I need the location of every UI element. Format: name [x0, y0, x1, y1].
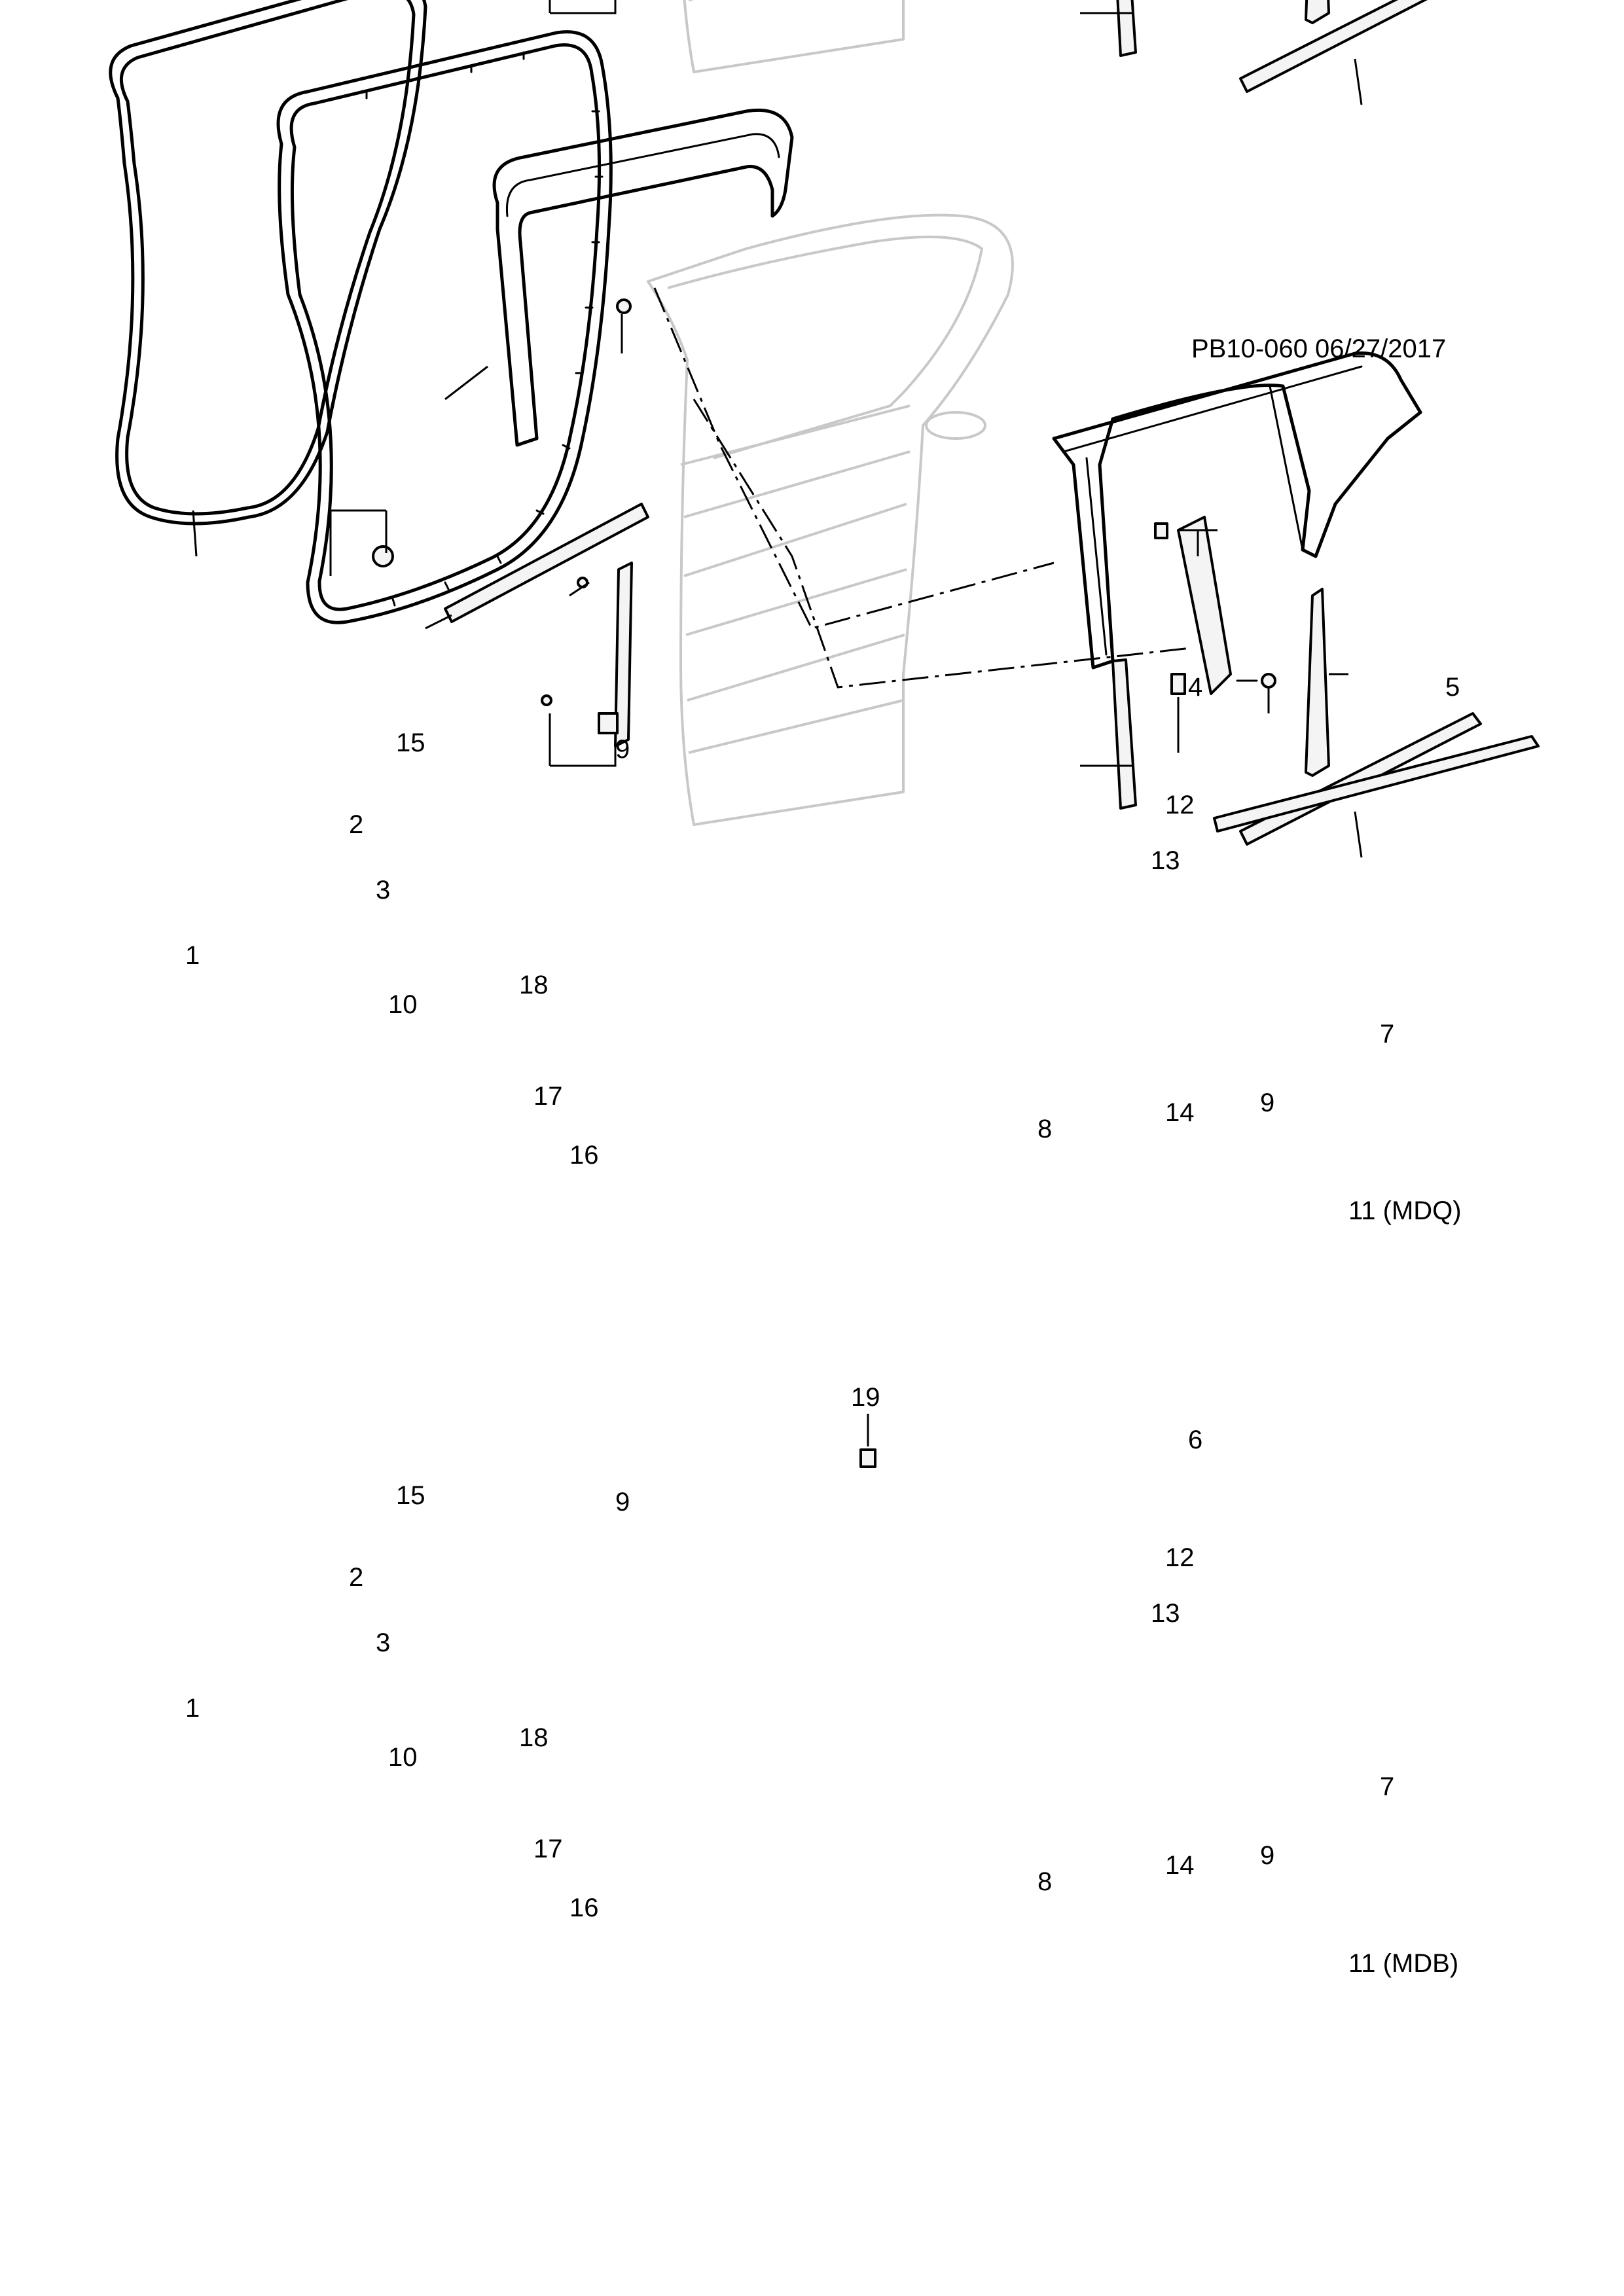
top-label-5: 5	[1445, 673, 1460, 702]
clip-19	[859, 1414, 876, 1468]
bottom-label-7: 7	[1380, 1772, 1395, 1801]
top-label-18: 18	[519, 971, 549, 999]
top-label-12: 12	[1165, 791, 1195, 819]
top-label-7: 7	[1380, 1020, 1395, 1049]
bottom-label-8: 8	[1038, 1867, 1053, 1896]
top-label-3: 3	[376, 876, 391, 905]
top-label-14: 14	[1165, 1098, 1195, 1127]
top-label-2: 2	[349, 810, 364, 839]
bottom-label-18: 18	[519, 1723, 549, 1752]
bottom-label-12: 12	[1165, 1543, 1195, 1572]
top-label-9b: 9	[1260, 1088, 1275, 1117]
top-label-13: 13	[1151, 846, 1180, 875]
bottom-label-17: 17	[533, 1835, 563, 1863]
bottom-label-11: 11 (MDB)	[1348, 1949, 1459, 1978]
bottom-assembly	[111, 0, 1481, 857]
top-label-16: 16	[569, 1141, 599, 1170]
bottom-label-13: 13	[1151, 1599, 1180, 1628]
top-label-11: 11 (MDQ)	[1348, 1196, 1462, 1225]
bottom-label-9a: 9	[615, 1488, 630, 1516]
top-label-1: 1	[185, 941, 200, 970]
bottom-label-15: 15	[396, 1481, 425, 1510]
bottom-label-2: 2	[349, 1563, 364, 1592]
diagram-code: PB10-060 06/27/2017	[1191, 334, 1447, 363]
bottom-label-6: 6	[1188, 1426, 1203, 1454]
bottom-label-10: 10	[388, 1743, 418, 1772]
top-label-10: 10	[388, 990, 418, 1019]
bottom-label-14: 14	[1165, 1851, 1195, 1880]
bottom-label-3: 3	[376, 1628, 391, 1657]
top-label-4: 4	[1188, 673, 1203, 702]
bottom-label-9b: 9	[1260, 1841, 1275, 1870]
bottom-label-16: 16	[569, 1893, 599, 1922]
top-label-8: 8	[1038, 1115, 1053, 1143]
top-label-17: 17	[533, 1082, 563, 1111]
top-label-15: 15	[396, 728, 425, 757]
molding-5	[1213, 735, 1540, 833]
top-label-9a: 9	[615, 735, 630, 764]
bottom-label-1: 1	[185, 1694, 200, 1723]
bottom-label-19: 19	[851, 1383, 880, 1412]
